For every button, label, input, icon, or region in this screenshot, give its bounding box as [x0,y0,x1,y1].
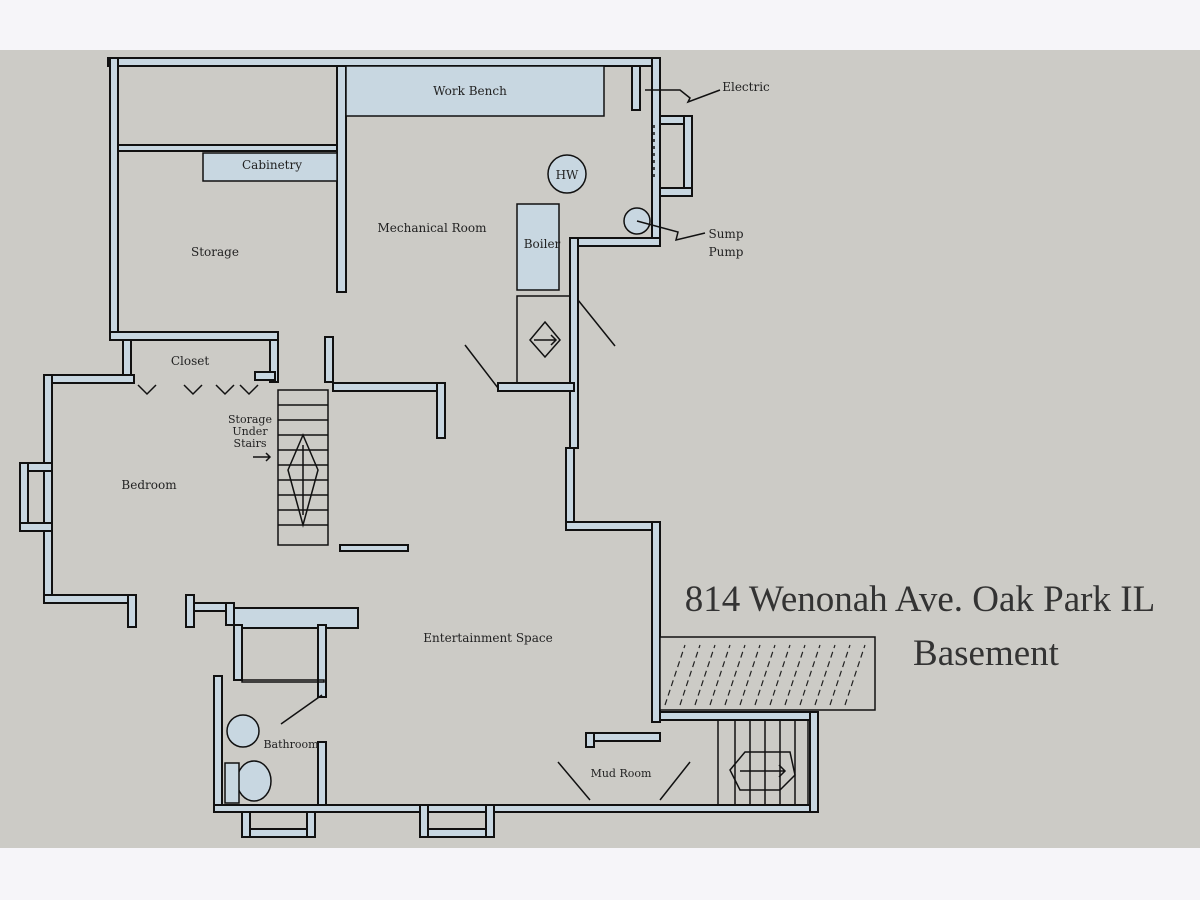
label-closet: Closet [171,354,210,368]
cabinetry [202,152,338,182]
label-electric: Electric [722,80,770,94]
label-mud-room: Mud Room [591,767,652,780]
label-entertainment-space: Entertainment Space [423,631,552,645]
label-work-bench: Work Bench [433,84,507,98]
floor-title: Basement [913,633,1060,674]
interior-stairs [277,389,329,546]
water-heater [547,154,587,194]
label-hw: HW [556,168,579,182]
label-cabinetry: Cabinetry [242,158,302,172]
sink [226,714,260,748]
sump-leader [636,220,706,242]
labels: Work Bench Cabinetry Storage Mechanical … [121,80,1155,780]
electric-leader [645,89,721,104]
stair-arrow-icon [729,751,796,791]
walls [19,57,819,838]
boiler [516,203,560,291]
label-storage-under-stairs-1: Storage [228,413,272,426]
label-sump: Sump [708,227,743,241]
fixtures [137,65,876,806]
label-bedroom: Bedroom [121,478,177,492]
label-bathroom: Bathroom [263,738,319,751]
toilet [236,760,272,802]
label-pump: Pump [709,245,744,259]
work-bench [345,65,605,117]
label-storage-under-stairs-3: Stairs [234,437,267,450]
label-mechanical-room: Mechanical Room [378,221,488,235]
exterior-stairs [717,719,809,806]
stair-arrow-icon [529,320,561,359]
label-storage: Storage [191,245,239,259]
plan-background [0,50,1200,848]
label-boiler: Boiler [524,237,561,251]
address-title: 814 Wenonah Ave. Oak Park IL [685,579,1155,620]
patio-hatch [659,636,876,711]
label-storage-under-stairs-2: Under [232,425,268,438]
